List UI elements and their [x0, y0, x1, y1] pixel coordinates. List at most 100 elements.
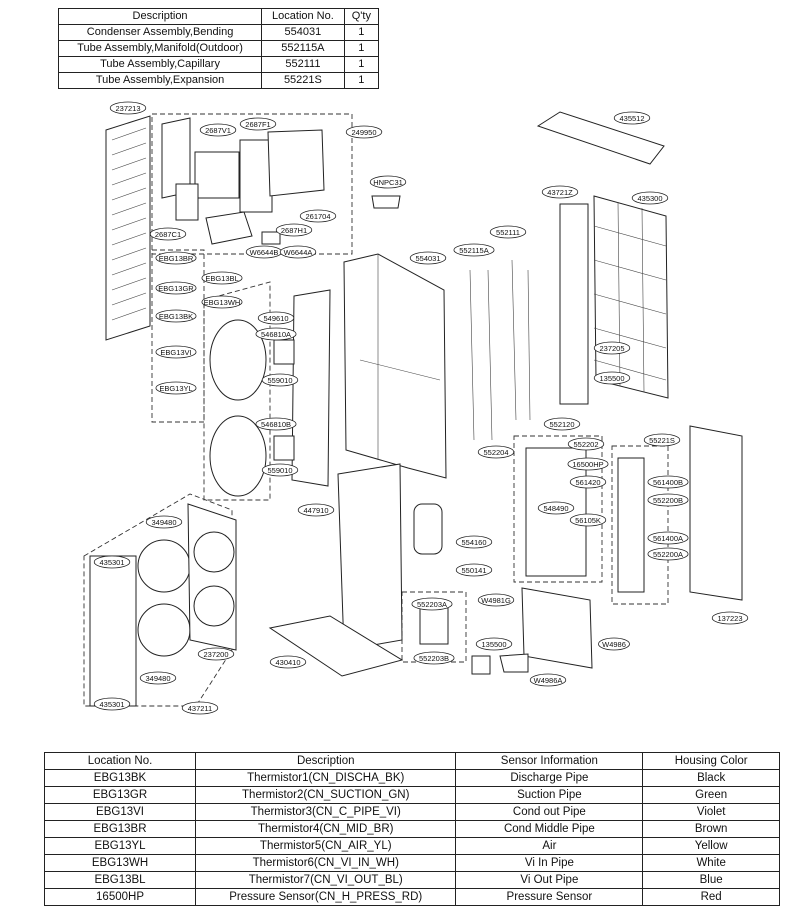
callout-label: EBG13WH — [204, 298, 241, 307]
table-cell-housing-color: Brown — [642, 820, 780, 838]
part-callout: 237200 — [197, 647, 235, 661]
callout-oval — [149, 227, 187, 241]
callout-label: 552120 — [549, 420, 574, 429]
callout-oval — [257, 311, 295, 325]
part-callouts: 2372132687V12687F1249950435512HNPC314372… — [93, 101, 749, 715]
callout-oval — [155, 281, 197, 295]
table-cell-description: Thermistor6(CN_VI_IN_WH) — [195, 854, 457, 872]
table-cell-description: Thermistor2(CN_SUCTION_GN) — [195, 786, 457, 804]
callout-oval — [109, 101, 147, 115]
callout-oval — [567, 457, 609, 471]
part-callout: W4981G — [477, 593, 515, 607]
part-callout: 549610 — [257, 311, 295, 325]
table-cell-location-no: EBG13YL — [43, 837, 197, 855]
table-cell-sensor-information: Air — [455, 837, 644, 855]
part-callout: 552115A — [453, 243, 495, 257]
table-cell-description: Thermistor5(CN_AIR_YL) — [195, 837, 457, 855]
callout-oval — [477, 445, 515, 459]
callout-label: 135500 — [599, 374, 624, 383]
table-cell-sensor-information: Discharge Pipe — [455, 769, 644, 787]
col-header-description: Description — [195, 752, 457, 770]
part-callout: EBG13YL — [155, 381, 197, 395]
part-callout: 548490 — [537, 501, 575, 515]
part-callout: 554031 — [409, 251, 447, 265]
callout-label: 430410 — [275, 658, 300, 667]
table-cell-housing-color: White — [642, 854, 780, 872]
table-cell-location-no: 16500HP — [43, 888, 197, 906]
table-cell-location-no: 554031 — [261, 24, 345, 41]
table-cell-location-no: EBG13BR — [43, 820, 197, 838]
callout-oval — [155, 251, 197, 265]
part-callout: 546810B — [255, 417, 297, 431]
callout-oval — [369, 175, 407, 189]
part-callout: EBG13WH — [201, 295, 243, 309]
table-cell-housing-color: Violet — [642, 803, 780, 821]
parts-quantity-table: Description Location No. Q'ty Condenser … — [57, 8, 380, 89]
callout-label: W4986 — [602, 640, 626, 649]
table-cell-housing-color: Black — [642, 769, 780, 787]
callout-oval — [569, 475, 607, 489]
callout-label: EBG13BL — [205, 274, 238, 283]
callout-label: 552204 — [483, 448, 508, 457]
part-callout: 435512 — [613, 111, 651, 125]
part-callout: 435301 — [93, 697, 131, 711]
part-callout: 561400A — [647, 531, 689, 545]
callout-label: 561420 — [575, 478, 600, 487]
callout-oval — [93, 555, 131, 569]
callout-oval — [455, 563, 493, 577]
callout-label: EBG13BK — [159, 312, 193, 321]
callout-label: 237200 — [203, 650, 228, 659]
callout-oval — [529, 673, 567, 687]
callout-label: EBG13BR — [159, 254, 194, 263]
part-callout: EBG13BR — [155, 251, 197, 265]
table-cell-qty: 1 — [343, 72, 380, 89]
table-cell-location-no: EBG13BK — [43, 769, 197, 787]
callout-oval — [155, 345, 197, 359]
callout-oval — [647, 531, 689, 545]
callout-label: 447910 — [303, 506, 328, 515]
part-callout: 447910 — [297, 503, 335, 517]
callout-label: 2687C1 — [155, 230, 181, 239]
callout-oval — [139, 671, 177, 685]
callout-label: 249950 — [351, 128, 376, 137]
callout-oval — [593, 341, 631, 355]
callout-oval — [643, 433, 681, 447]
part-callout: 435301 — [93, 555, 131, 569]
part-callout: 237205 — [593, 341, 631, 355]
callout-label: 554160 — [461, 538, 486, 547]
part-callout: 559010 — [261, 373, 299, 387]
callout-label: 552203B — [419, 654, 449, 663]
callout-oval — [413, 651, 455, 665]
part-outlines — [83, 111, 743, 707]
callout-oval — [409, 251, 447, 265]
callout-label: 559010 — [267, 376, 292, 385]
callout-label: 548490 — [543, 504, 568, 513]
part-callout: 559010 — [261, 463, 299, 477]
col-header-housing-color: Housing Color — [642, 752, 780, 770]
part-callout: 349480 — [139, 671, 177, 685]
callout-label: 559010 — [267, 466, 292, 475]
part-callout: 435300 — [631, 191, 669, 205]
table-cell-location-no: EBG13WH — [43, 854, 197, 872]
table-cell-housing-color: Red — [642, 888, 780, 906]
callout-oval — [477, 593, 515, 607]
table-cell-description: Thermistor1(CN_DISCHA_BK) — [195, 769, 457, 787]
part-callout: 2687H1 — [275, 223, 313, 237]
callout-oval — [201, 295, 243, 309]
table-cell-description: Thermistor3(CN_C_PIPE_VI) — [195, 803, 457, 821]
table-cell-description: Thermistor4(CN_MID_BR) — [195, 820, 457, 838]
callout-label: 546810A — [261, 330, 291, 339]
part-callout: W4986 — [598, 637, 630, 651]
callout-label: EBG13VI — [160, 348, 191, 357]
part-callout: 2687V1 — [199, 123, 237, 137]
part-callout: W6644A — [279, 245, 317, 259]
part-callout: W6644B — [245, 245, 283, 259]
callout-label: 437211 — [188, 704, 212, 713]
callout-oval — [255, 327, 297, 341]
